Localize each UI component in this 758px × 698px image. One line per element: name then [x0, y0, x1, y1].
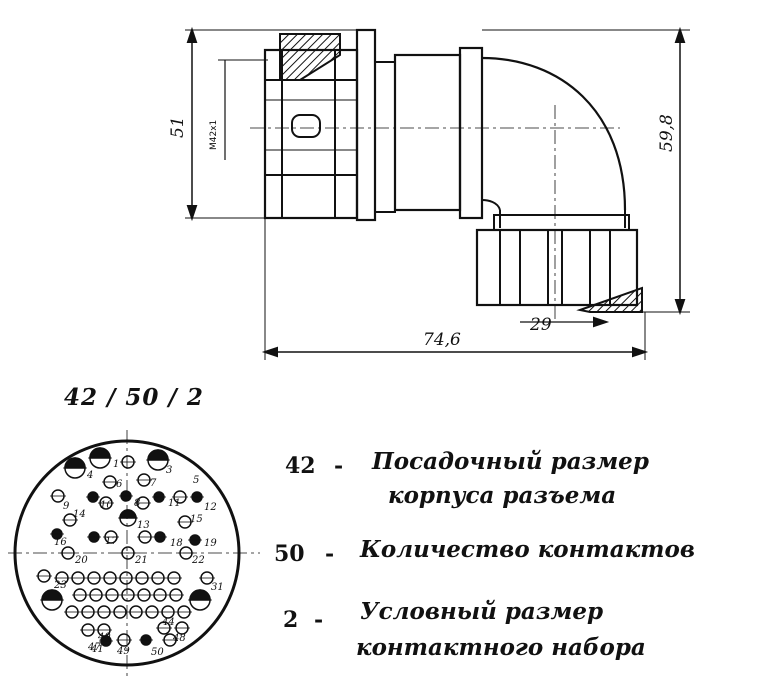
pin-number-label: 18 — [170, 538, 183, 549]
pin-number-label: 1 — [113, 459, 119, 470]
pin-number-label: 9 — [63, 501, 70, 512]
legend-dash-2: - — [325, 541, 335, 567]
legend-text-3b: контактного набора — [356, 634, 646, 661]
pin-number-label: 7 — [150, 478, 157, 489]
legend-dash-3: - — [314, 607, 324, 633]
legend-number-2: 50 — [274, 541, 305, 567]
legend-text-1b: корпуса разъема — [388, 482, 617, 509]
pin-number-label: 5 — [193, 475, 199, 486]
pin-number-label: 21 — [134, 555, 148, 566]
contact-pin-half — [89, 447, 111, 459]
pin-number-label: 16 — [54, 537, 67, 548]
dimension-height-left: 51 — [168, 116, 188, 138]
pin-number-label: 20 — [74, 555, 88, 566]
pin-number-label: 23 — [53, 580, 67, 591]
pin-number-label: 13 — [137, 520, 150, 531]
pin-number-label: 6 — [116, 479, 123, 490]
pin-number-label: 22 — [191, 555, 205, 566]
pin-number-label: 15 — [190, 514, 203, 525]
contact-pin-half — [189, 589, 211, 601]
pin-number-label: 44 — [161, 617, 175, 628]
pin-number-label: 48 — [172, 633, 186, 644]
pin-number-label: 11 — [168, 498, 181, 509]
contact-pin-half — [41, 589, 63, 601]
connector-code: 42 / 50 / 2 — [64, 384, 204, 411]
connector-side-view — [185, 26, 690, 360]
contact-pin-half — [64, 457, 86, 469]
pin-number-label: 40 — [97, 632, 111, 643]
pin-number-label: 47 — [87, 642, 101, 653]
pin-number-label: 8 — [134, 498, 140, 509]
pin-number-label: 31 — [211, 582, 224, 593]
legend-number-3: 2 — [283, 607, 299, 633]
dimension-thread: M42x1 — [209, 120, 219, 150]
legend-dash-1: - — [334, 453, 344, 479]
pin-number-label: 10 — [100, 500, 113, 511]
pin-number-label: 4 — [86, 470, 93, 481]
pin-number-label: 19 — [204, 538, 217, 549]
contact-pin-half — [147, 449, 169, 461]
pin-number-label: 49 — [116, 646, 130, 657]
pin-number-label: 12 — [204, 502, 217, 513]
dimension-width-total: 74,6 — [423, 330, 461, 350]
legend-text-3a: Условный размер — [360, 598, 604, 625]
dimension-width-partial: 29 — [529, 315, 552, 335]
pin-number-label: 3 — [166, 465, 172, 476]
contact-pin-half — [119, 509, 137, 519]
pin-number-label: 50 — [151, 647, 164, 658]
pin-number-label: 41 — [90, 644, 104, 655]
pin-number-label: 14 — [73, 509, 86, 520]
dimension-height-right: 59,8 — [657, 114, 677, 152]
legend-text-1a: Посадочный размер — [372, 448, 649, 475]
legend-text-2: Количество контактов — [360, 536, 695, 563]
legend-number-1: 42 — [285, 453, 316, 479]
pin-number-label: 17 — [105, 536, 118, 547]
